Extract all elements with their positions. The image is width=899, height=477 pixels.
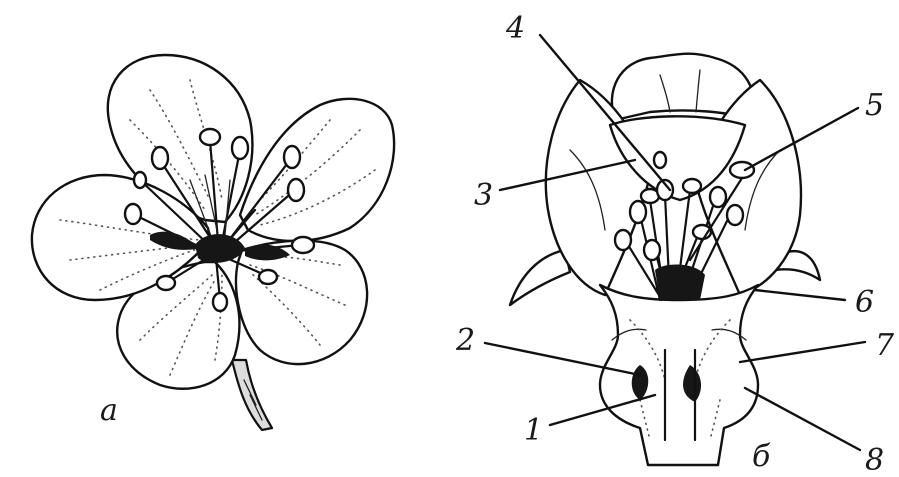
flower-stem xyxy=(232,360,272,430)
callout-2: 2 xyxy=(455,323,475,358)
callout-8: 8 xyxy=(865,443,884,477)
whole-flower-illustration: а xyxy=(32,55,394,430)
receptacle xyxy=(600,285,758,465)
callout-3: 3 xyxy=(474,178,493,213)
callout-6: 6 xyxy=(855,285,874,320)
sepal-left xyxy=(510,250,570,305)
callout-5: 5 xyxy=(865,88,884,123)
leader-6 xyxy=(755,290,845,300)
callout-1: 1 xyxy=(524,413,543,448)
flower-section-illustration: 1 2 3 4 5 6 7 8 б xyxy=(455,11,895,477)
callout-7: 7 xyxy=(875,328,895,363)
leader-7 xyxy=(740,342,865,362)
petal-right xyxy=(240,99,394,241)
panel-a-label: а xyxy=(100,393,118,428)
panel-b-label: б xyxy=(752,439,771,474)
callout-4: 4 xyxy=(505,11,525,46)
